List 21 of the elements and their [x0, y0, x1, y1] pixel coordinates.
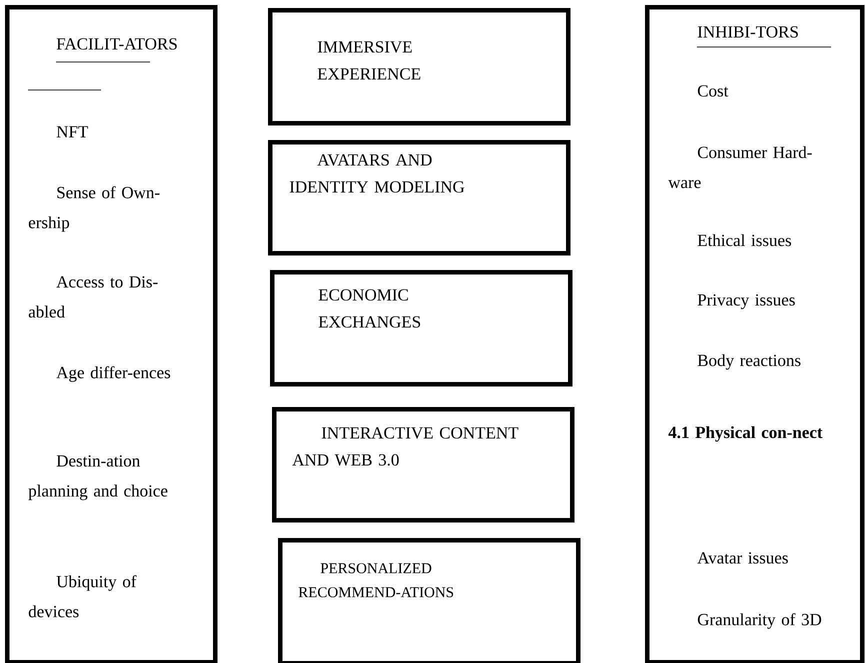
- list-item: Body reactions: [698, 354, 800, 370]
- concept-box: INTERACTIVE CONTENT AND WEB 3.0: [272, 407, 574, 522]
- list-item: Consumer Hard-ware: [668, 146, 812, 188]
- list-item: Ethical issues: [698, 234, 792, 246]
- concept-box: IMMERSIVE EXPERIENCE: [268, 8, 570, 126]
- list-item: Cost: [698, 85, 728, 97]
- list-item: Access to Dis-abled: [28, 276, 158, 318]
- panel-heading: FACILIT-ATORS: [28, 38, 177, 90]
- list-item: Granularity of 3D: [698, 613, 822, 629]
- list-item: Privacy issues: [698, 294, 795, 310]
- list-item: Destin-ation planning and choice: [28, 455, 168, 500]
- concept-box: ECONOMIC EXCHANGES: [270, 270, 572, 386]
- list-item: Age differ-ences: [56, 366, 170, 382]
- concept-box: AVATARS AND IDENTITY MODELING: [268, 140, 570, 256]
- list-item: Sense of Own-ership: [28, 186, 160, 232]
- concept-box: PERSONALIZED RECOMMEND-ATIONS: [278, 538, 580, 663]
- list-item: 4.1 Physical con-nect: [668, 426, 823, 442]
- list-item: Avatar issues: [697, 552, 788, 564]
- list-item: Ubiquity of devices: [28, 575, 136, 618]
- panel-heading: INHIBI-TORS: [696, 26, 832, 48]
- list-item: NFT: [56, 126, 88, 138]
